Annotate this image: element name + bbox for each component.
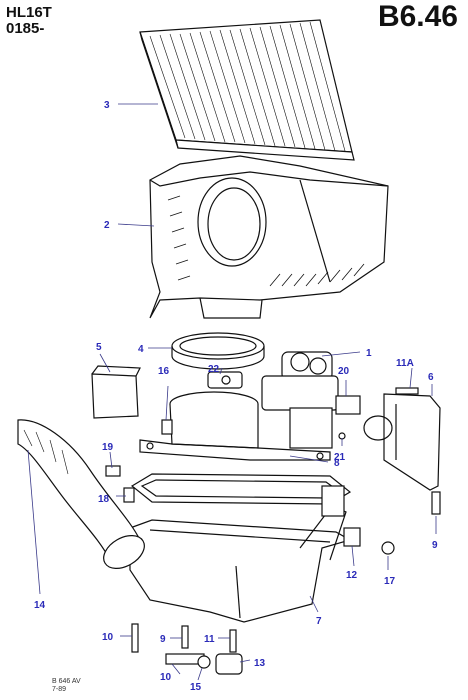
page-reference: B6.46	[377, 0, 458, 33]
throttle-body-assembly	[261, 351, 361, 449]
intake-hose	[17, 419, 145, 569]
callout-12: 12	[346, 570, 358, 581]
model-code: HL16T	[6, 4, 52, 21]
callout-11: 11	[204, 634, 215, 645]
air-filter-element	[139, 19, 355, 161]
callout-1: 1	[366, 348, 372, 359]
lower-plenum	[129, 485, 352, 623]
sensor-unit	[207, 371, 243, 389]
fasteners	[105, 387, 441, 675]
callout-15: 15	[190, 682, 202, 693]
callout-13: 13	[254, 658, 266, 669]
callout-8: 8	[334, 458, 340, 469]
callout-3: 3	[104, 100, 110, 111]
date-code: 0185-	[6, 20, 45, 37]
callout-5: 5	[96, 342, 102, 353]
mounting-bracket-right	[363, 393, 441, 491]
flange-gasket	[130, 473, 352, 505]
drawing-reference-number: B 646 AV	[52, 678, 81, 685]
callout-labels: 3 2 4 1 5 6 8 19 18 16 22 20 21 11A 9 7 …	[34, 100, 438, 693]
drawing-reference: B 646 AV 7-89	[52, 678, 81, 694]
callout-20: 20	[338, 366, 350, 377]
callout-10-left: 10	[102, 632, 114, 643]
callout-21: 21	[334, 452, 346, 463]
callout-7: 7	[316, 616, 322, 627]
mounting-bracket-left	[91, 365, 141, 419]
callout-4: 4	[138, 344, 144, 355]
drawing-reference-date: 7-89	[52, 686, 67, 693]
callout-2: 2	[104, 220, 110, 231]
callout-18: 18	[98, 494, 110, 505]
leader-lines	[27, 103, 437, 681]
callout-10-bottom: 10	[160, 672, 172, 683]
gasket-ring	[171, 332, 265, 370]
air-cleaner-housing	[149, 155, 389, 319]
callout-14: 14	[34, 600, 46, 611]
callout-19: 19	[102, 442, 114, 453]
callout-17: 17	[384, 576, 396, 587]
intake-adapter-base	[139, 391, 331, 461]
callout-9-bottom: 9	[160, 634, 166, 645]
callout-9-right: 9	[432, 540, 438, 551]
callout-16: 16	[158, 366, 170, 377]
callout-22: 22	[208, 364, 220, 375]
callout-11a: 11A	[396, 358, 414, 369]
callout-6: 6	[428, 372, 434, 383]
